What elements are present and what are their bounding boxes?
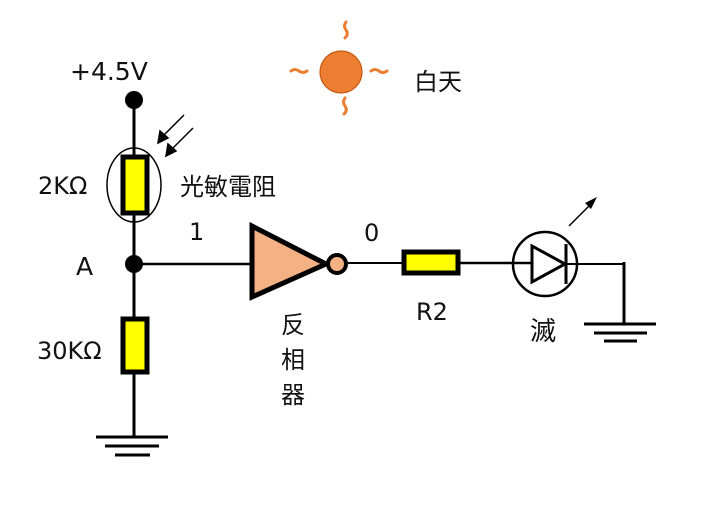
input-logic-label: 1	[189, 218, 204, 246]
resistor-r2	[401, 249, 461, 276]
daytime-label: 白天	[414, 68, 462, 96]
resistor-30k-label: 30KΩ	[37, 337, 102, 365]
inverter-bubble	[326, 253, 348, 275]
ground-right-icon	[584, 322, 656, 343]
inverter-label-1: 反	[281, 311, 305, 339]
r2-label: R2	[416, 298, 448, 326]
resistor-30k	[120, 316, 150, 375]
photoresistor-value: 2KΩ	[38, 172, 87, 200]
inverter	[249, 221, 332, 301]
light-arrows-icon	[157, 114, 194, 158]
node-a-label: A	[76, 252, 93, 281]
photoresistor	[120, 154, 150, 216]
led-emit-arrow-icon	[568, 197, 597, 227]
ground-left-icon	[96, 435, 168, 457]
photoresistor-label: 光敏電阻	[180, 173, 276, 201]
output-logic-label: 0	[364, 219, 379, 247]
supply-label: +4.5V	[70, 57, 148, 86]
sun-icon	[289, 20, 389, 116]
inverter-label-2: 相	[281, 346, 305, 374]
inverter-label-3: 器	[281, 381, 305, 409]
led-state-label: 滅	[530, 317, 556, 347]
led-diode-icon	[530, 243, 569, 285]
